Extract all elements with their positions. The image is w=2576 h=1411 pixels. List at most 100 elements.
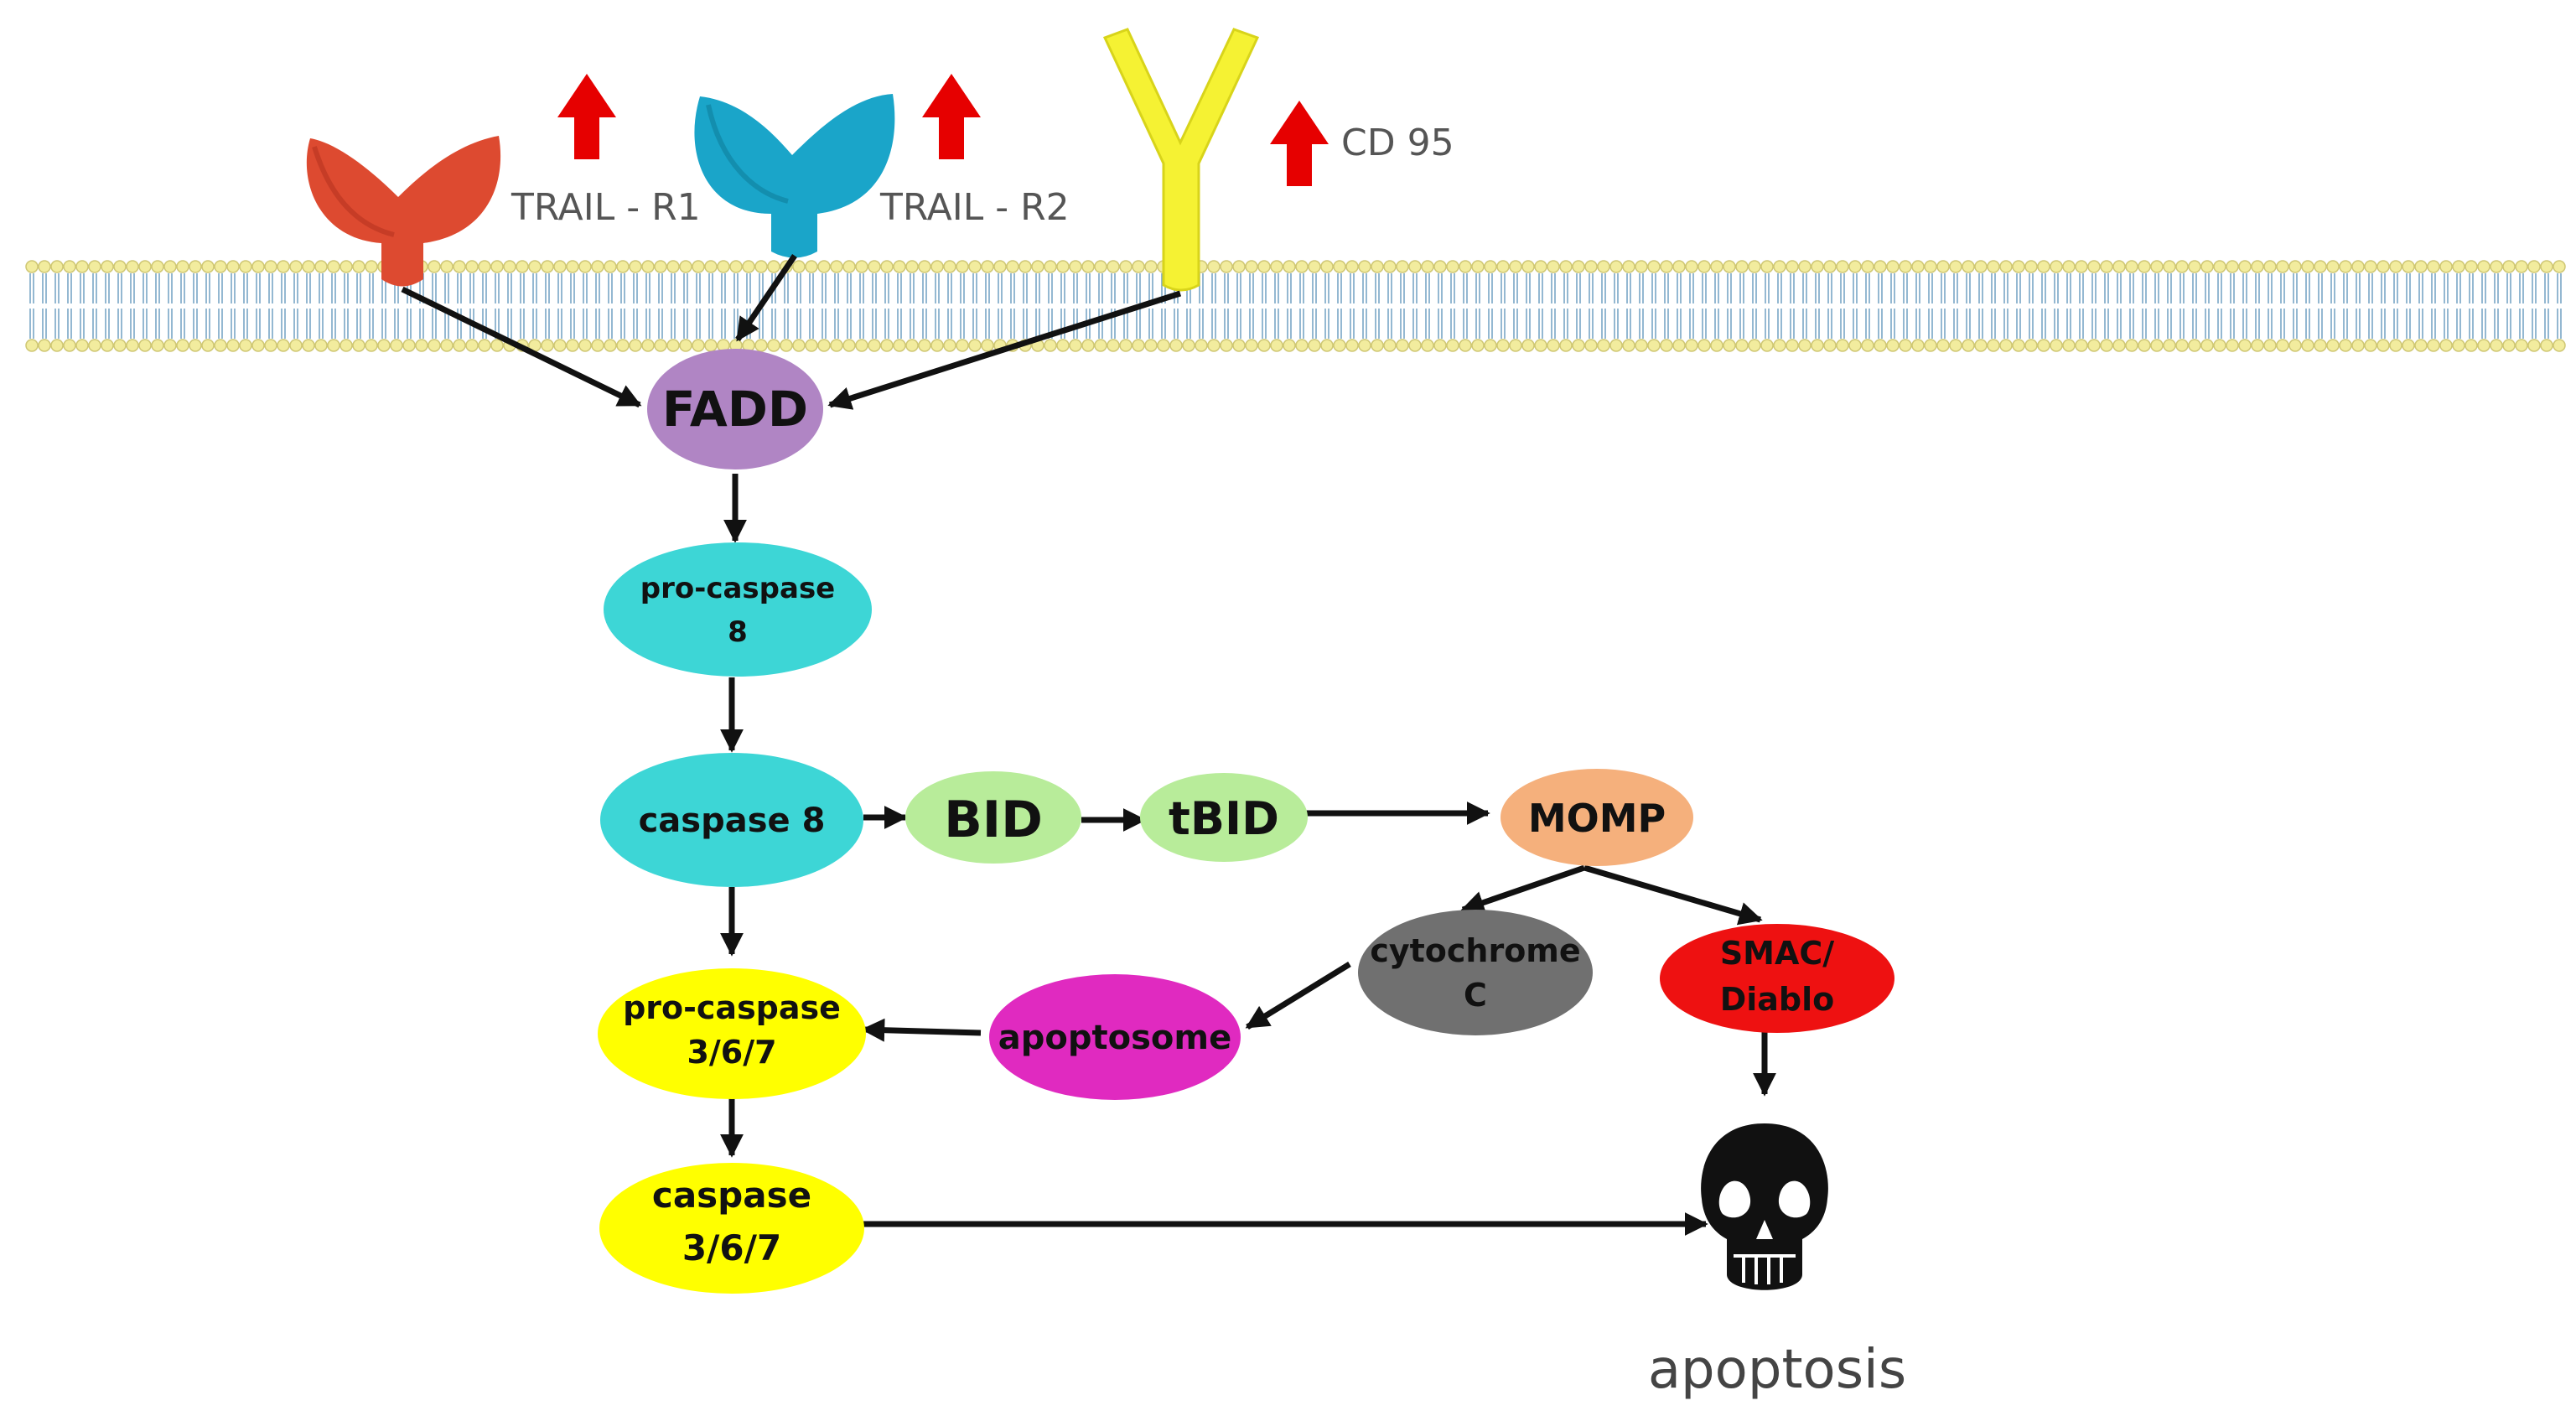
membrane-lipid-tail [1702, 273, 1707, 303]
membrane-lipid-tail [796, 309, 801, 339]
membrane-lipid-head [1107, 260, 1120, 273]
membrane-lipid-head [2125, 339, 2138, 352]
membrane-lipid-head [1119, 339, 1133, 352]
membrane-lipid-head [1609, 260, 1623, 273]
membrane-lipid-head [2427, 260, 2440, 273]
membrane-lipid-tail [2217, 273, 2222, 303]
membrane-lipid-tail [1538, 273, 1543, 303]
membrane-lipid-tail [2242, 309, 2247, 339]
membrane-lipid-head [968, 339, 982, 352]
membrane-lipid-tail [2456, 273, 2461, 303]
membrane-lipid-head [1748, 339, 1761, 352]
membrane-lipid-head [1283, 339, 1296, 352]
membrane-lipid-head [2213, 260, 2226, 273]
membrane-lipid-head [2012, 260, 2025, 273]
membrane-lipid-tail [947, 309, 952, 339]
membrane-lipid-tail [1978, 273, 1983, 303]
membrane-lipid-head [1672, 260, 1686, 273]
membrane-lipid-head [201, 339, 215, 352]
membrane-lipid-tail [2544, 273, 2549, 303]
membrane-lipid-head [1949, 339, 1962, 352]
membrane-lipid-tail [482, 309, 487, 339]
membrane-lipid-tail [1035, 309, 1040, 339]
membrane-lipid-head [1572, 260, 1585, 273]
membrane-lipid-head [302, 339, 315, 352]
membrane-lipid-head [1874, 339, 1887, 352]
membrane-lipid-head [2527, 339, 2541, 352]
membrane-lipid-tail [985, 309, 990, 339]
membrane-lipid-tail [1915, 273, 1920, 303]
membrane-lipid-head [930, 260, 944, 273]
membrane-lipid-head [1735, 339, 1749, 352]
cd95-receptor [1102, 28, 1260, 292]
membrane-lipid-head [880, 260, 894, 273]
membrane-lipid-tail [306, 309, 311, 339]
membrane-lipid-tail [733, 273, 739, 303]
smac-diablo-line2: Diablo [1720, 981, 1835, 1018]
membrane-lipid-tail [2029, 273, 2034, 303]
membrane-lipid-tail [545, 273, 550, 303]
apoptosome-label: apoptosome [998, 1019, 1231, 1057]
membrane-lipid-head [25, 260, 39, 273]
membrane-lipid-head [1534, 260, 1547, 273]
membrane-lipid-tail [2041, 273, 2046, 303]
membrane-lipid-tail [2091, 309, 2097, 339]
membrane-lipid-head [1157, 339, 1170, 352]
membrane-lipid-head [1345, 260, 1359, 273]
membrane-lipid-head [2138, 339, 2151, 352]
membrane-lipid-tail [2481, 309, 2486, 339]
membrane-lipid-head [1069, 260, 1082, 273]
membrane-lipid-tail [1400, 273, 1405, 303]
membrane-lipid-tail [1010, 309, 1015, 339]
membrane-lipid-head [754, 339, 768, 352]
membrane-lipid-head [830, 260, 843, 273]
membrane-lipid-head [2326, 260, 2340, 273]
membrane-lipid-head [893, 339, 906, 352]
membrane-lipid-tail [1387, 309, 1392, 339]
membrane-lipid-tail [620, 309, 625, 339]
membrane-lipid-head [1484, 260, 1497, 273]
membrane-lipid-head [2288, 260, 2302, 273]
membrane-lipid-tail [2381, 273, 2386, 303]
membrane-lipid-tail [1224, 273, 1229, 303]
membrane-lipid-head [38, 339, 51, 352]
membrane-lipid-tail [1148, 309, 1153, 339]
membrane-lipid-head [1861, 339, 1874, 352]
membrane-lipid-tail [1199, 273, 1204, 303]
membrane-lipid-head [1509, 339, 1522, 352]
membrane-lipid-tail [419, 309, 424, 339]
membrane-lipid-tail [1626, 273, 1631, 303]
cytochrome-c-line1: cytochrome [1370, 932, 1580, 969]
membrane-lipid-tail [130, 273, 135, 303]
membrane-lipid-tail [1677, 273, 1682, 303]
membrane-lipid-tail [1639, 273, 1644, 303]
membrane-lipid-head [1911, 339, 1925, 352]
membrane-lipid-head [2477, 339, 2490, 352]
membrane-lipid-tail [2054, 273, 2059, 303]
membrane-lipid-head [943, 339, 956, 352]
membrane-lipid-head [453, 260, 466, 273]
membrane-lipid-tail [1915, 309, 1920, 339]
membrane-lipid-head [1232, 260, 1246, 273]
membrane-lipid-head [2100, 260, 2113, 273]
membrane-lipid-head [428, 339, 441, 352]
membrane-lipid-tail [2506, 273, 2511, 303]
membrane-lipid-head [1270, 339, 1283, 352]
membrane-lipid-head [163, 260, 177, 273]
membrane-lipid-tail [872, 309, 877, 339]
membrane-lipid-tail [2494, 309, 2499, 339]
membrane-lipid-head [1396, 260, 1409, 273]
membrane-lipid-tail [884, 273, 889, 303]
membrane-lipid-head [428, 260, 441, 273]
membrane-lipid-tail [1463, 273, 1468, 303]
pathway-arrows [401, 254, 1776, 1236]
membrane-lipid-tail [708, 309, 713, 339]
arrow-trail-r2-to-fadd [735, 254, 797, 342]
membrane-lipid-tail [1865, 309, 1870, 339]
membrane-lipid-tail [155, 309, 160, 339]
membrane-lipid-head [1911, 260, 1925, 273]
membrane-lipid-tail [1727, 309, 1732, 339]
membrane-lipid-tail [1739, 273, 1744, 303]
trail-r2-upregulation-arrow [922, 74, 981, 159]
membrane-lipid-head [553, 260, 567, 273]
